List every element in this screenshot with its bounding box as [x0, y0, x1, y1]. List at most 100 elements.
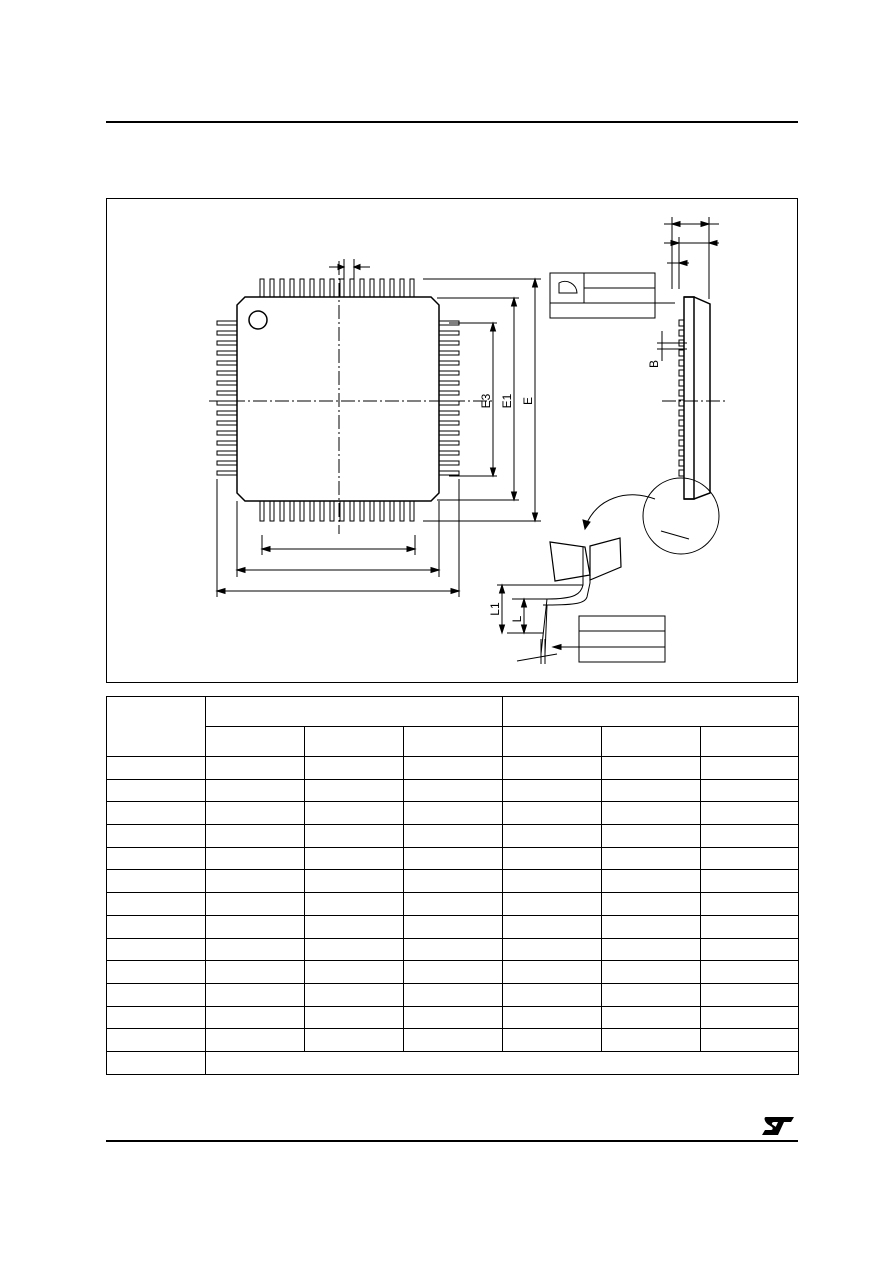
left-pin	[216, 470, 238, 476]
table-cell	[106, 1028, 206, 1052]
left-pin	[216, 440, 238, 446]
table-cell	[106, 892, 206, 916]
table-cell	[106, 801, 206, 826]
table-cell	[106, 756, 206, 780]
table-cell	[700, 914, 800, 939]
dimensions-table	[106, 696, 800, 1075]
left-pin	[216, 330, 238, 336]
bottom-pin	[399, 500, 405, 522]
table-row	[106, 1050, 800, 1075]
right-pin	[438, 470, 460, 476]
top-pin	[359, 278, 365, 298]
table-cell	[601, 846, 702, 871]
side-view-body	[683, 296, 695, 500]
table-cell	[502, 1028, 603, 1052]
bottom-pins	[259, 500, 415, 522]
side-view-leads	[678, 319, 685, 477]
top-pin	[279, 278, 285, 298]
left-pin	[216, 460, 238, 466]
left-pin	[216, 390, 238, 396]
table-cell	[601, 801, 702, 826]
table-row	[106, 846, 800, 871]
label-e3: E3	[479, 393, 493, 408]
table-cell	[700, 801, 800, 826]
table-cell	[402, 914, 504, 939]
table-cell	[402, 937, 504, 962]
table-cell	[402, 960, 504, 984]
table-subheader	[700, 726, 800, 757]
top-pin	[399, 278, 405, 298]
table-header-group-b	[502, 696, 800, 727]
table-row	[106, 778, 800, 803]
bottom-pin	[289, 500, 295, 522]
table-cell	[700, 960, 800, 984]
right-pin	[438, 330, 460, 336]
table-cell	[205, 960, 305, 984]
table-cell	[304, 756, 404, 780]
side-lead	[678, 319, 685, 327]
bottom-pin	[349, 500, 355, 522]
label-l: L	[510, 615, 524, 622]
table-cell	[402, 824, 504, 848]
left-pin	[216, 450, 238, 456]
table-header-dim	[106, 696, 206, 757]
table-row	[106, 801, 800, 826]
table-cell	[700, 982, 800, 1007]
table-cell	[502, 778, 603, 803]
table-cell	[205, 892, 305, 916]
label-b: B	[647, 360, 661, 368]
right-pin	[438, 390, 460, 396]
table-cell	[601, 869, 702, 894]
table-cell	[700, 892, 800, 916]
table-cell	[502, 869, 603, 894]
bottom-pin	[329, 500, 335, 522]
side-lead	[678, 349, 685, 357]
bottom-pin	[319, 500, 325, 522]
table-subheader	[502, 726, 603, 757]
table-cell	[402, 892, 504, 916]
left-pin	[216, 400, 238, 406]
side-lead	[678, 379, 685, 387]
st-logo-icon	[762, 1117, 794, 1135]
table-cell	[204, 1050, 800, 1075]
table-cell	[402, 846, 504, 871]
table-body	[106, 756, 800, 1075]
top-pin	[409, 278, 415, 298]
table-cell	[304, 824, 404, 848]
table-row	[106, 1028, 800, 1052]
table-subheader	[402, 726, 504, 757]
footer-rule	[106, 1140, 798, 1142]
side-lead	[678, 409, 685, 417]
left-pin	[216, 320, 238, 326]
side-lead	[678, 399, 685, 407]
left-pin	[216, 340, 238, 346]
bottom-pin	[269, 500, 275, 522]
table-cell	[304, 801, 404, 826]
left-pin	[216, 410, 238, 416]
table-cell	[700, 756, 800, 780]
side-lead	[678, 419, 685, 427]
table-cell	[304, 778, 404, 803]
table-cell	[106, 914, 206, 939]
table-row	[106, 982, 800, 1007]
table-cell	[304, 982, 404, 1007]
pin1-marker	[248, 310, 268, 330]
top-pin	[269, 278, 275, 298]
top-pin	[389, 278, 395, 298]
table-row	[106, 869, 800, 894]
right-pin	[438, 400, 460, 406]
table-cell	[205, 846, 305, 871]
table-cell	[502, 892, 603, 916]
table-cell	[402, 756, 504, 780]
bottom-pin	[409, 500, 415, 522]
table-cell	[304, 1028, 404, 1052]
right-pin	[438, 460, 460, 466]
side-lead	[678, 469, 685, 477]
label-e: E	[521, 397, 535, 405]
table-cell	[304, 846, 404, 871]
bottom-pin	[279, 500, 285, 522]
bottom-pin	[299, 500, 305, 522]
top-pin	[319, 278, 325, 298]
table-row	[106, 937, 800, 962]
table-cell	[205, 801, 305, 826]
